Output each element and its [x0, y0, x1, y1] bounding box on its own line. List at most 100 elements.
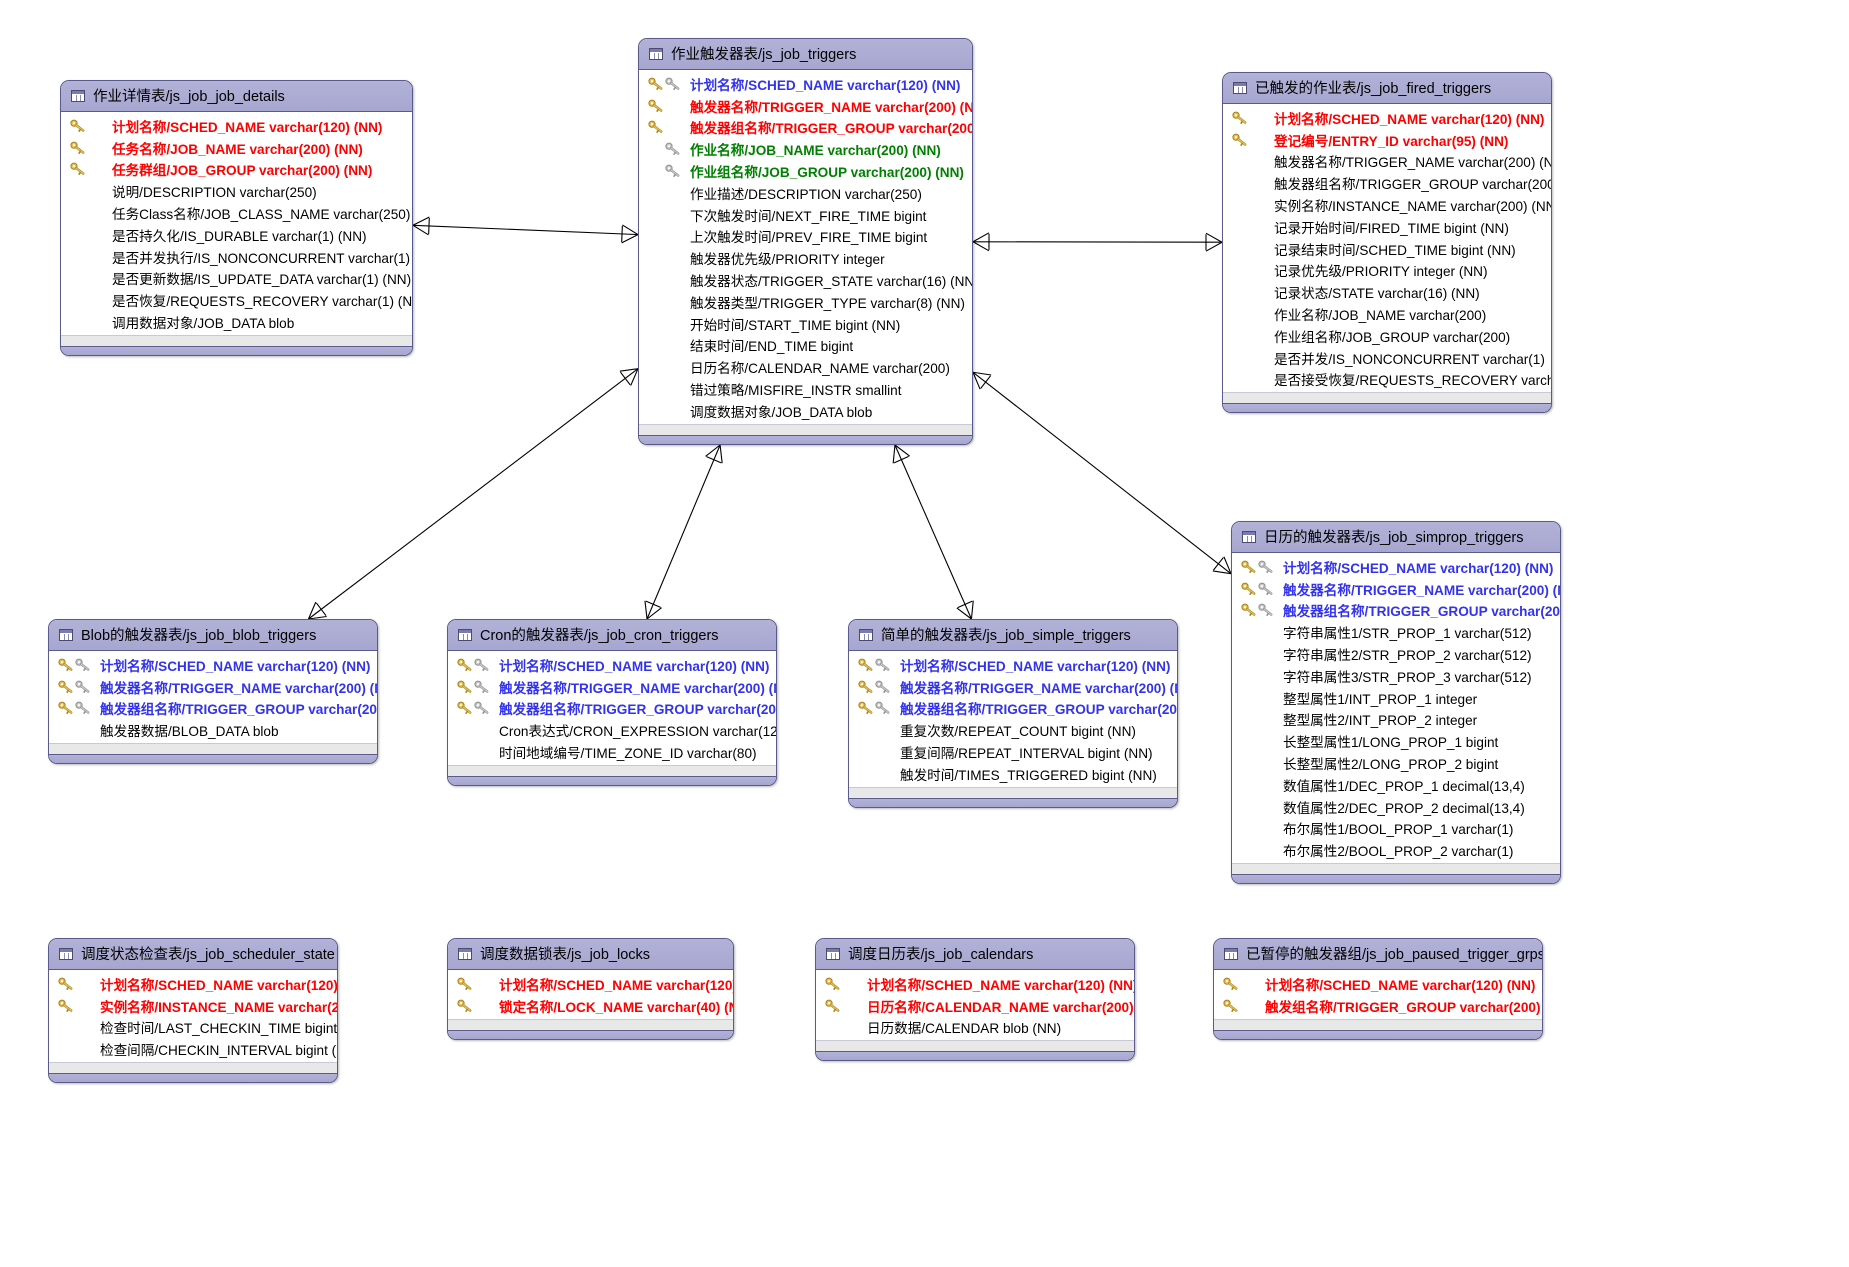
attribute-row[interactable]: 数值属性1/DEC_PROP_1 decimal(13,4) [1232, 774, 1560, 796]
entity-simple_triggers[interactable]: 简单的触发器表/js_job_simple_triggers 计划名称/SCHED… [848, 619, 1178, 808]
entity-calendars[interactable]: 调度日历表/js_job_calendars 计划名称/SCHED_NAME va… [815, 938, 1135, 1062]
attribute-row[interactable]: 计划名称/SCHED_NAME varchar(120) (NN) [639, 73, 972, 95]
attribute-row[interactable]: 计划名称/SCHED_NAME varchar(120) (NN) [1223, 107, 1551, 129]
attribute-row[interactable]: 作业描述/DESCRIPTION varchar(250) [639, 182, 972, 204]
attribute-row[interactable]: 触发器状态/TRIGGER_STATE varchar(16) (NN) [639, 269, 972, 291]
entity-triggers[interactable]: 作业触发器表/js_job_triggers 计划名称/SCHED_NAME va… [638, 38, 973, 445]
attribute-row[interactable]: 作业名称/JOB_NAME varchar(200) [1223, 303, 1551, 325]
attribute-row[interactable]: 数值属性2/DEC_PROP_2 decimal(13,4) [1232, 796, 1560, 818]
attribute-row[interactable]: 字符串属性3/STR_PROP_3 varchar(512) [1232, 665, 1560, 687]
attribute-row[interactable]: 计划名称/SCHED_NAME varchar(120) (NN) [849, 654, 1177, 676]
attribute-row[interactable]: 计划名称/SCHED_NAME varchar(120) (NN) [448, 973, 733, 995]
attribute-row[interactable]: 记录优先级/PRIORITY integer (NN) [1223, 260, 1551, 282]
attribute-row[interactable]: 长整型属性2/LONG_PROP_2 bigint [1232, 752, 1560, 774]
entity-job_details[interactable]: 作业详情表/js_job_job_details 计划名称/SCHED_NAME … [60, 80, 413, 356]
attribute-row[interactable]: 计划名称/SCHED_NAME varchar(120) (NN) [816, 973, 1134, 995]
attribute-row[interactable]: 触发器名称/TRIGGER_NAME varchar(200) (NN) [448, 676, 776, 698]
attribute-row[interactable]: 作业组名称/JOB_GROUP varchar(200) [1223, 325, 1551, 347]
attribute-row[interactable]: 触发组名称/TRIGGER_GROUP varchar(200) (NN) [1214, 995, 1542, 1017]
attribute-row[interactable]: 计划名称/SCHED_NAME varchar(120) (NN) [61, 115, 412, 137]
attribute-row[interactable]: 是否恢复/REQUESTS_RECOVERY varchar(1) (NN) [61, 289, 412, 311]
entity-header-job_details[interactable]: 作业详情表/js_job_job_details [61, 81, 412, 112]
entity-scheduler_state[interactable]: 调度状态检查表/js_job_scheduler_state 计划名称/SCHED… [48, 938, 338, 1084]
entity-header-simple_triggers[interactable]: 简单的触发器表/js_job_simple_triggers [849, 620, 1177, 651]
attribute-row[interactable]: 任务Class名称/JOB_CLASS_NAME varchar(250) (N… [61, 202, 412, 224]
attribute-row[interactable]: 字符串属性2/STR_PROP_2 varchar(512) [1232, 643, 1560, 665]
entity-header-scheduler_state[interactable]: 调度状态检查表/js_job_scheduler_state [49, 939, 337, 970]
attribute-row[interactable]: 触发器组名称/TRIGGER_GROUP varchar(200) (NN) [639, 117, 972, 139]
attribute-row[interactable]: 触发时间/TIMES_TRIGGERED bigint (NN) [849, 763, 1177, 785]
attribute-row[interactable]: 检查时间/LAST_CHECKIN_TIME bigint (NN) [49, 1017, 337, 1039]
attribute-row[interactable]: 任务群组/JOB_GROUP varchar(200) (NN) [61, 159, 412, 181]
entity-header-simprop_triggers[interactable]: 日历的触发器表/js_job_simprop_triggers [1232, 522, 1560, 553]
entity-header-calendars[interactable]: 调度日历表/js_job_calendars [816, 939, 1134, 970]
attribute-row[interactable]: 触发器名称/TRIGGER_NAME varchar(200) (NN) [1232, 578, 1560, 600]
attribute-row[interactable]: 作业组名称/JOB_GROUP varchar(200) (NN) [639, 160, 972, 182]
attribute-row[interactable]: 触发器优先级/PRIORITY integer [639, 247, 972, 269]
attribute-row[interactable]: 实例名称/INSTANCE_NAME varchar(200) (NN) [49, 995, 337, 1017]
attribute-row[interactable]: 登记编号/ENTRY_ID varchar(95) (NN) [1223, 129, 1551, 151]
entity-header-fired_triggers[interactable]: 已触发的作业表/js_job_fired_triggers [1223, 73, 1551, 104]
attribute-row[interactable]: 是否并发执行/IS_NONCONCURRENT varchar(1) (NN) [61, 246, 412, 268]
attribute-row[interactable]: 是否接受恢复/REQUESTS_RECOVERY varchar(1) [1223, 369, 1551, 391]
attribute-row[interactable]: 整型属性2/INT_PROP_2 integer [1232, 709, 1560, 731]
attribute-row[interactable]: 触发器名称/TRIGGER_NAME varchar(200) (NN) [639, 95, 972, 117]
entity-header-triggers[interactable]: 作业触发器表/js_job_triggers [639, 39, 972, 70]
attribute-row[interactable]: 布尔属性2/BOOL_PROP_2 varchar(1) [1232, 839, 1560, 861]
attribute-row[interactable]: 是否并发/IS_NONCONCURRENT varchar(1) [1223, 347, 1551, 369]
attribute-row[interactable]: 触发器组名称/TRIGGER_GROUP varchar(200) (NN) [1232, 600, 1560, 622]
entity-paused_trigger_grps[interactable]: 已暂停的触发器组/js_job_paused_trigger_grps 计划名称/… [1213, 938, 1543, 1040]
attribute-row[interactable]: 错过策略/MISFIRE_INSTR smallint [639, 378, 972, 400]
entity-header-paused_trigger_grps[interactable]: 已暂停的触发器组/js_job_paused_trigger_grps [1214, 939, 1542, 970]
attribute-row[interactable]: 记录结束时间/SCHED_TIME bigint (NN) [1223, 238, 1551, 260]
attribute-row[interactable]: 记录开始时间/FIRED_TIME bigint (NN) [1223, 216, 1551, 238]
attribute-row[interactable]: 重复间隔/REPEAT_INTERVAL bigint (NN) [849, 741, 1177, 763]
attribute-row[interactable]: 布尔属性1/BOOL_PROP_1 varchar(1) [1232, 818, 1560, 840]
attribute-row[interactable]: 是否持久化/IS_DURABLE varchar(1) (NN) [61, 224, 412, 246]
attribute-row[interactable]: 触发器数据/BLOB_DATA blob [49, 719, 377, 741]
attribute-row[interactable]: 实例名称/INSTANCE_NAME varchar(200) (NN) [1223, 194, 1551, 216]
attribute-row[interactable]: 计划名称/SCHED_NAME varchar(120) (NN) [1214, 973, 1542, 995]
entity-header-blob_triggers[interactable]: Blob的触发器表/js_job_blob_triggers [49, 620, 377, 651]
attribute-row[interactable]: 字符串属性1/STR_PROP_1 varchar(512) [1232, 621, 1560, 643]
attribute-row[interactable]: 重复次数/REPEAT_COUNT bigint (NN) [849, 719, 1177, 741]
attribute-row[interactable]: 日历数据/CALENDAR blob (NN) [816, 1017, 1134, 1039]
attribute-row[interactable]: 调度数据对象/JOB_DATA blob [639, 400, 972, 422]
entity-cron_triggers[interactable]: Cron的触发器表/js_job_cron_triggers 计划名称/SCHED… [447, 619, 777, 786]
attribute-row[interactable]: 整型属性1/INT_PROP_1 integer [1232, 687, 1560, 709]
attribute-row[interactable]: 计划名称/SCHED_NAME varchar(120) (NN) [1232, 556, 1560, 578]
entity-simprop_triggers[interactable]: 日历的触发器表/js_job_simprop_triggers 计划名称/SCHE… [1231, 521, 1561, 885]
attribute-row[interactable]: 触发器组名称/TRIGGER_GROUP varchar(200) (NN) [849, 698, 1177, 720]
attribute-row[interactable]: 下次触发时间/NEXT_FIRE_TIME bigint [639, 204, 972, 226]
attribute-row[interactable]: 结束时间/END_TIME bigint [639, 335, 972, 357]
attribute-row[interactable]: 触发器名称/TRIGGER_NAME varchar(200) (NN) [1223, 151, 1551, 173]
attribute-row[interactable]: 时间地域编号/TIME_ZONE_ID varchar(80) [448, 741, 776, 763]
attribute-row[interactable]: 日历名称/CALENDAR_NAME varchar(200) [639, 356, 972, 378]
attribute-row[interactable]: 日历名称/CALENDAR_NAME varchar(200) (NN) [816, 995, 1134, 1017]
attribute-row[interactable]: 检查间隔/CHECKIN_INTERVAL bigint (NN) [49, 1038, 337, 1060]
attribute-row[interactable]: 锁定名称/LOCK_NAME varchar(40) (NN) [448, 995, 733, 1017]
attribute-row[interactable]: 说明/DESCRIPTION varchar(250) [61, 180, 412, 202]
attribute-row[interactable]: 是否更新数据/IS_UPDATE_DATA varchar(1) (NN) [61, 268, 412, 290]
attribute-row[interactable]: 计划名称/SCHED_NAME varchar(120) (NN) [49, 973, 337, 995]
attribute-row[interactable]: 触发器名称/TRIGGER_NAME varchar(200) (NN) [49, 676, 377, 698]
attribute-row[interactable]: 长整型属性1/LONG_PROP_1 bigint [1232, 730, 1560, 752]
attribute-row[interactable]: 触发器组名称/TRIGGER_GROUP varchar(200) (NN) [448, 698, 776, 720]
attribute-row[interactable]: 作业名称/JOB_NAME varchar(200) (NN) [639, 138, 972, 160]
entity-locks[interactable]: 调度数据锁表/js_job_locks 计划名称/SCHED_NAME varch… [447, 938, 734, 1040]
attribute-row[interactable]: 触发器类型/TRIGGER_TYPE varchar(8) (NN) [639, 291, 972, 313]
attribute-row[interactable]: 任务名称/JOB_NAME varchar(200) (NN) [61, 137, 412, 159]
attribute-row[interactable]: 触发器组名称/TRIGGER_GROUP varchar(200) (NN) [49, 698, 377, 720]
attribute-row[interactable]: 触发器组名称/TRIGGER_GROUP varchar(200) (NN) [1223, 172, 1551, 194]
attribute-row[interactable]: 计划名称/SCHED_NAME varchar(120) (NN) [49, 654, 377, 676]
attribute-row[interactable]: 计划名称/SCHED_NAME varchar(120) (NN) [448, 654, 776, 676]
entity-header-cron_triggers[interactable]: Cron的触发器表/js_job_cron_triggers [448, 620, 776, 651]
entity-header-locks[interactable]: 调度数据锁表/js_job_locks [448, 939, 733, 970]
attribute-row[interactable]: 记录状态/STATE varchar(16) (NN) [1223, 281, 1551, 303]
entity-blob_triggers[interactable]: Blob的触发器表/js_job_blob_triggers 计划名称/SCHED… [48, 619, 378, 765]
attribute-row[interactable]: 上次触发时间/PREV_FIRE_TIME bigint [639, 226, 972, 248]
entity-fired_triggers[interactable]: 已触发的作业表/js_job_fired_triggers 计划名称/SCHED_… [1222, 72, 1552, 414]
attribute-row[interactable]: 开始时间/START_TIME bigint (NN) [639, 313, 972, 335]
attribute-row[interactable]: Cron表达式/CRON_EXPRESSION varchar(120) (NN… [448, 719, 776, 741]
attribute-row[interactable]: 触发器名称/TRIGGER_NAME varchar(200) (NN) [849, 676, 1177, 698]
